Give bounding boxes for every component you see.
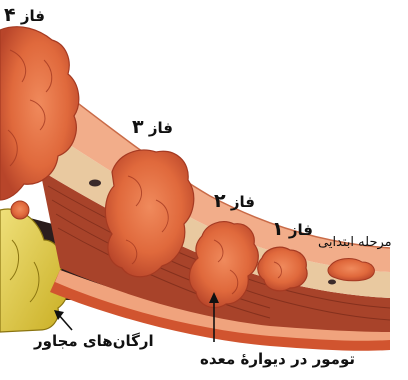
phase4-word: فاز xyxy=(21,7,45,25)
lymph-nodule xyxy=(89,180,101,187)
label-early-stage: مرحله ابتدایی xyxy=(318,236,392,249)
label-phase3: فاز ۳ xyxy=(132,118,173,137)
label-stomach-wall-tumor: تومور در دیوارهٔ معده xyxy=(200,352,355,367)
label-phase4: فاز ۴ xyxy=(4,6,45,25)
phase1-word: فاز xyxy=(289,221,313,239)
lymph-nodule xyxy=(328,280,336,285)
phase2-word: فاز xyxy=(231,193,255,211)
phase4-number: ۴ xyxy=(4,4,16,26)
phase2-number: ۲ xyxy=(214,190,226,212)
label-adjacent-organs: ارگان‌های مجاور xyxy=(34,334,154,349)
tumor-phase1 xyxy=(258,247,307,291)
phase1-number: ۱ xyxy=(272,218,284,240)
label-phase1: فاز ۱ xyxy=(272,220,313,239)
phase3-number: ۳ xyxy=(132,116,144,138)
label-phase2: فاز ۲ xyxy=(214,192,255,211)
phase3-word: فاز xyxy=(149,119,173,137)
